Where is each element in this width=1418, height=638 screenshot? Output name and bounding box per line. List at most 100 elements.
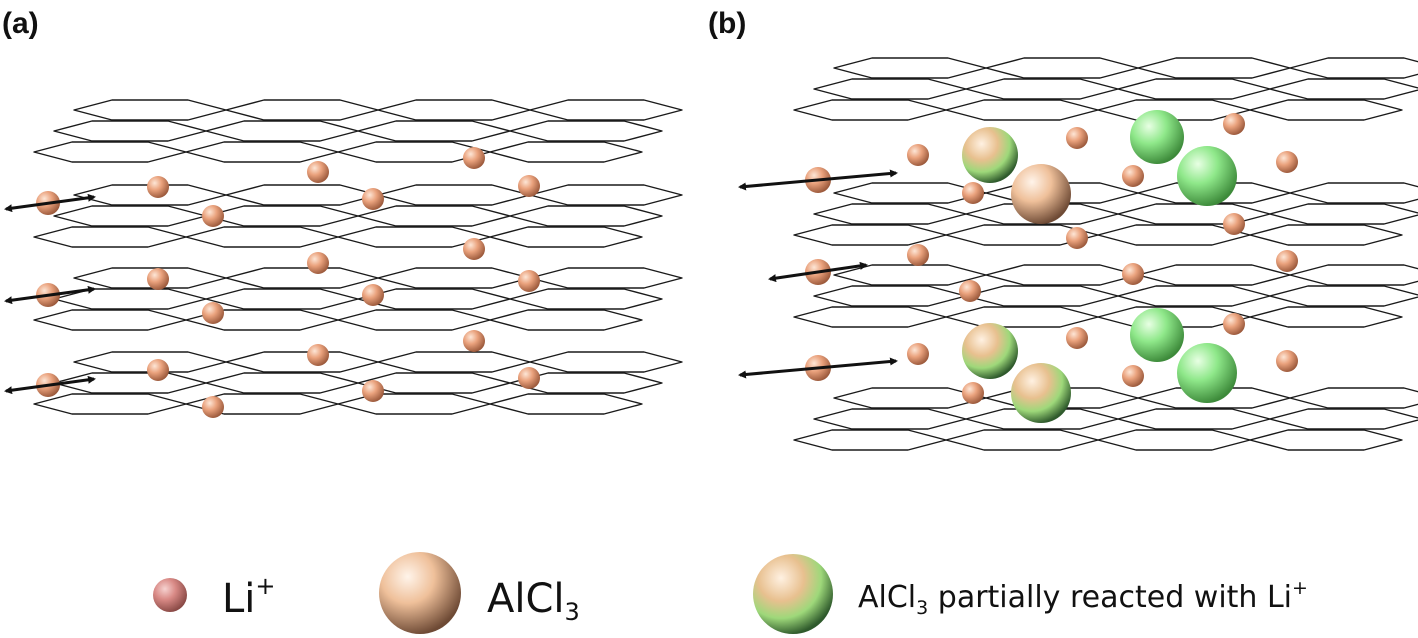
legend-reacted-text-b: partially reacted with Li <box>928 580 1292 615</box>
hexagon <box>1289 182 1418 204</box>
li-ion <box>147 268 169 290</box>
hexagon <box>205 205 359 227</box>
li-ion <box>463 147 485 169</box>
li-ion <box>1223 213 1245 235</box>
hexagon <box>1269 408 1418 430</box>
hexagon <box>377 267 531 289</box>
legend-reacted-label: AlCl3 partially reacted with Li+ <box>858 577 1308 619</box>
hexagon <box>377 351 531 373</box>
li-ion <box>463 238 485 260</box>
hexagon <box>1097 429 1251 451</box>
hexagon <box>1137 264 1291 286</box>
hexagon <box>529 351 683 373</box>
hexagon <box>377 99 531 121</box>
hexagon <box>337 393 491 415</box>
hexagon <box>509 205 663 227</box>
hexagon <box>337 309 491 331</box>
hexagon <box>945 306 1099 328</box>
graphene-sheet-1 <box>33 99 683 163</box>
hexagon <box>813 408 967 430</box>
hexagon <box>53 205 207 227</box>
diffusion-arrow <box>4 193 96 213</box>
legend-alcl3-label: AlCl3 <box>487 576 580 626</box>
hexagon <box>225 267 379 289</box>
hexagon <box>225 184 379 206</box>
hexagon <box>509 372 663 394</box>
hexagon <box>205 372 359 394</box>
li-ion <box>1066 227 1088 249</box>
hexagon <box>185 141 339 163</box>
hexagon <box>529 99 683 121</box>
hexagon <box>1289 387 1418 409</box>
panel-b-graphite-layers <box>738 57 1418 451</box>
graphene-sheet-1 <box>793 57 1418 121</box>
hexagon <box>813 285 967 307</box>
hexagon <box>73 99 227 121</box>
alcl3-partially-reacted <box>962 323 1018 379</box>
legend-alcl3-sphere <box>379 552 461 634</box>
panel-label-b: (b) <box>708 7 746 40</box>
alcl3-partially-reacted <box>1130 110 1184 164</box>
li-ion <box>202 205 224 227</box>
li-ion <box>1066 127 1088 149</box>
li-ion <box>307 161 329 183</box>
diffusion-arrow <box>738 169 898 191</box>
legend-li-sphere <box>153 578 187 612</box>
hexagon <box>489 393 643 415</box>
li-ion <box>362 188 384 210</box>
hexagon <box>33 309 187 331</box>
hexagon <box>489 226 643 248</box>
hexagon <box>793 429 947 451</box>
li-ion <box>307 344 329 366</box>
graphene-sheet-3 <box>33 267 683 331</box>
li-ion <box>1276 250 1298 272</box>
hexagon <box>489 141 643 163</box>
li-ion <box>1122 263 1144 285</box>
hexagon <box>1249 429 1403 451</box>
legend-reacted-sup: + <box>1292 577 1308 599</box>
diffusion-arrow <box>738 357 898 379</box>
legend-reacted-text-a: AlCl <box>858 580 916 615</box>
legend-li-label: Li+ <box>222 572 276 622</box>
hexagon <box>357 205 511 227</box>
li-ion <box>518 175 540 197</box>
hexagon <box>357 120 511 142</box>
hexagon <box>1117 78 1271 100</box>
li-ion <box>907 343 929 365</box>
legend-li-text: Li <box>222 576 255 622</box>
alcl3-partially-reacted <box>1177 343 1237 403</box>
hexagon <box>1249 306 1403 328</box>
hexagon <box>205 288 359 310</box>
li-ion <box>362 284 384 306</box>
li-ion <box>1276 350 1298 372</box>
hexagon <box>813 203 967 225</box>
graphene-sheet-4 <box>793 387 1418 451</box>
hexagon <box>33 226 187 248</box>
panel-label-a: (a) <box>2 7 39 40</box>
hexagon <box>509 120 663 142</box>
li-ion <box>1122 165 1144 187</box>
hexagon <box>1269 78 1418 100</box>
li-ion <box>463 330 485 352</box>
li-ion <box>907 244 929 266</box>
diffusion-arrow <box>4 285 96 305</box>
legend-reacted-sub: 3 <box>916 597 928 619</box>
li-ion <box>1066 327 1088 349</box>
hexagon <box>813 78 967 100</box>
hexagon <box>945 99 1099 121</box>
hexagon <box>1117 285 1271 307</box>
graphene-sheet-3 <box>793 264 1418 328</box>
hexagon <box>53 372 207 394</box>
hexagon <box>1117 203 1271 225</box>
hexagon <box>509 288 663 310</box>
hexagon <box>489 309 643 331</box>
hexagon <box>793 306 947 328</box>
li-ion <box>962 182 984 204</box>
li-ion <box>907 144 929 166</box>
hexagon <box>33 393 187 415</box>
li-ion <box>202 396 224 418</box>
hexagon <box>377 184 531 206</box>
hexagon <box>1117 408 1271 430</box>
diffusion-arrow <box>4 375 96 395</box>
alcl3-partially-reacted <box>1011 363 1071 423</box>
